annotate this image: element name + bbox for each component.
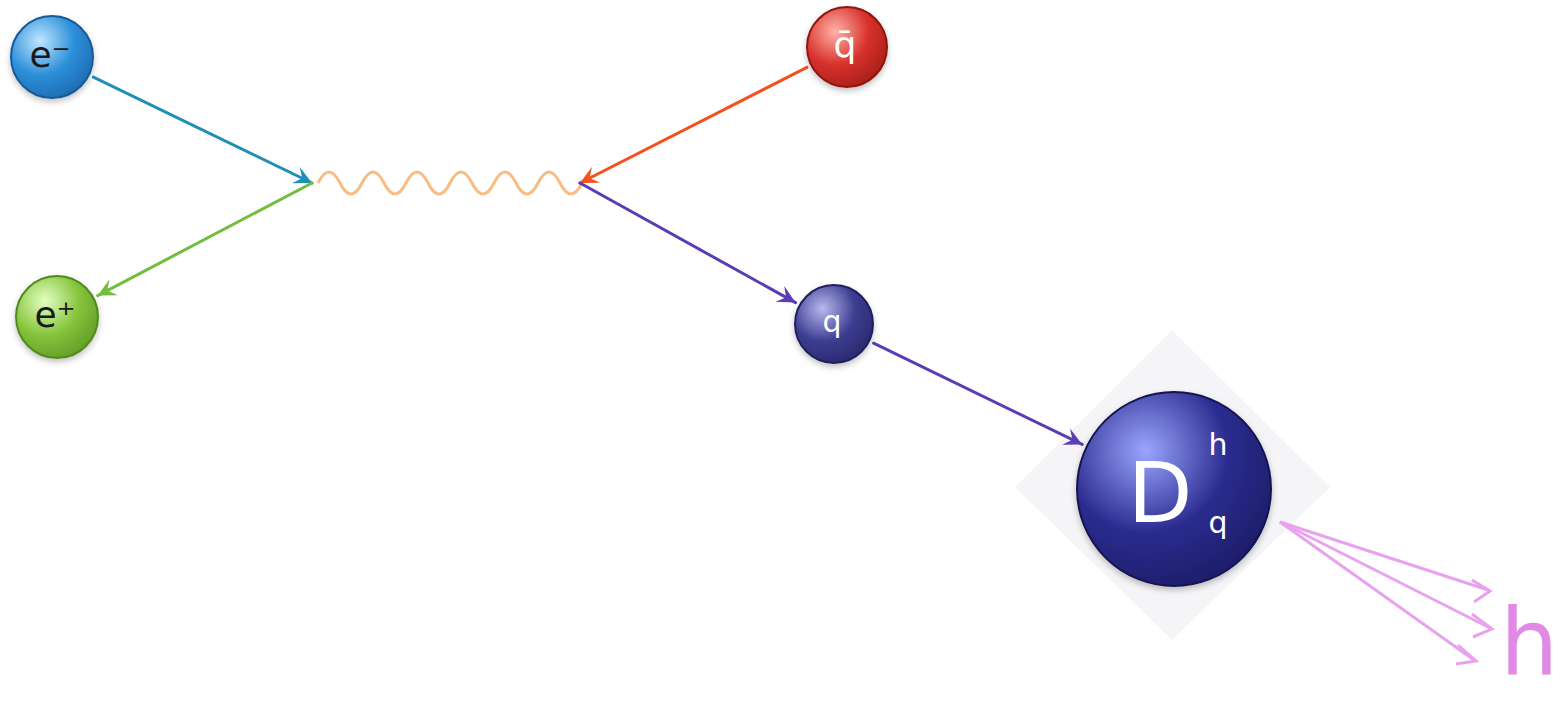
particle-symbol: h (1208, 430, 1227, 460)
particle-node: e⁻ (10, 15, 94, 99)
arrow-head (292, 167, 312, 183)
particle-symbol: q (1208, 508, 1227, 538)
particle-symbol: q̄ (834, 27, 857, 63)
particle-node: q (794, 284, 874, 364)
particle-symbol: D (1128, 451, 1193, 535)
arrow-head (98, 279, 118, 295)
fermion-line (580, 67, 807, 302)
fragmentation-diamond (1015, 330, 1330, 640)
particle-symbol: e⁺ (34, 297, 75, 333)
arrow-head (775, 286, 795, 303)
arrow-head (1062, 429, 1082, 445)
fermion-line (93, 77, 312, 296)
fermion-line (874, 343, 1083, 444)
particle-symbol: q (822, 307, 841, 337)
line-segment (580, 67, 807, 183)
hadron-label: h (1500, 598, 1558, 690)
particle-node: q̄ (806, 6, 888, 88)
line-segment (874, 343, 1083, 444)
hadron-arrows (1280, 522, 1492, 664)
arrow-head (580, 167, 600, 183)
line-segment (93, 77, 312, 183)
particle-symbol: e⁻ (29, 37, 70, 73)
line-segment (98, 183, 312, 296)
particle-node: Dh q (1076, 391, 1272, 587)
line-segment (580, 183, 796, 303)
photon-wave (318, 172, 582, 194)
particle-node: e⁺ (15, 275, 99, 359)
